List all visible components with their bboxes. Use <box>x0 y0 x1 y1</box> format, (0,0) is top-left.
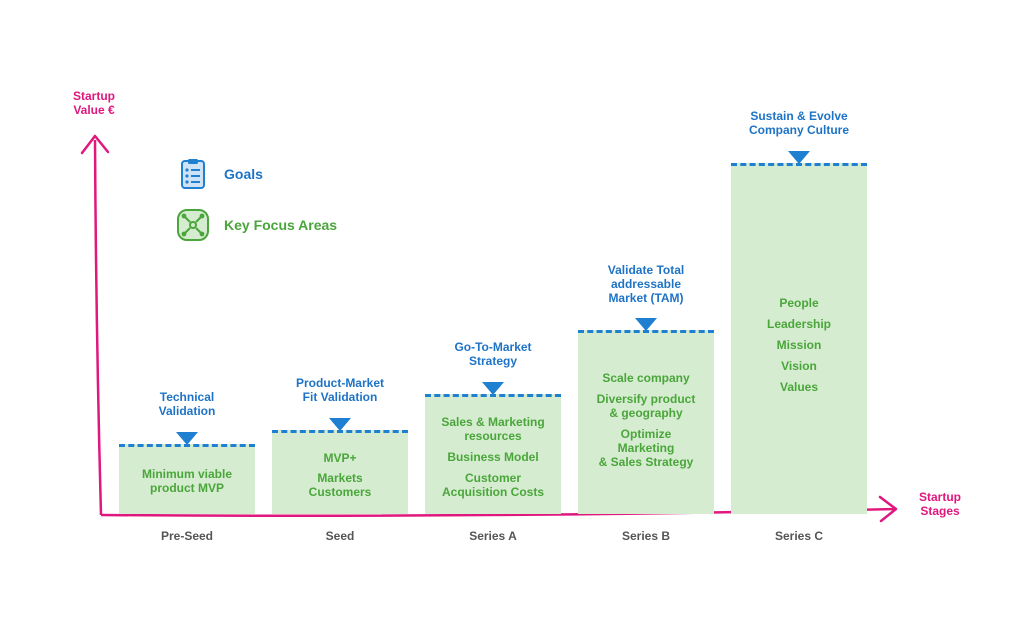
x-axis-label: Startup Stages <box>919 490 961 518</box>
goal-series-a: Go-To-Market Strategy <box>454 340 532 368</box>
goal-marker-pre-seed <box>176 432 198 445</box>
arrows-out-icon <box>177 209 209 241</box>
stage-bar-series-c: People Leadership Mission Vision Values <box>731 163 867 514</box>
focus-area: MVP+ <box>323 451 357 465</box>
stage-label-pre-seed: Pre-Seed <box>160 529 214 543</box>
clipboard-checklist-icon <box>181 159 205 189</box>
legend-focus: Key Focus Areas <box>176 208 337 242</box>
goal-seed: Product-Market Fit Validation <box>295 376 384 404</box>
goal-marker-series-a <box>482 382 504 395</box>
focus-area: Customer Acquisition Costs <box>441 471 544 499</box>
focus-area: Mission <box>776 338 822 352</box>
goal-series-b: Validate Total addressable Market (TAM) <box>607 263 685 305</box>
goal-marker-seed <box>329 418 351 431</box>
x-axis-arrowhead <box>878 495 898 523</box>
focus-area: Business Model <box>447 450 539 464</box>
focus-area: Markets Customers <box>308 471 372 499</box>
legend-goals-label: Goals <box>224 166 263 182</box>
goal-marker-series-b <box>635 318 657 331</box>
focus-area: Vision <box>781 359 817 373</box>
stage-label-series-c: Series C <box>774 529 824 543</box>
focus-area: Values <box>779 380 819 394</box>
y-axis-line <box>93 139 103 516</box>
legend-focus-label: Key Focus Areas <box>224 217 338 233</box>
y-axis-arrowhead <box>80 134 110 155</box>
legend-goals: Goals <box>176 157 263 191</box>
focus-area: Scale company <box>602 371 690 385</box>
y-axis-label: Startup Value € <box>73 89 115 117</box>
stage-bar-pre-seed: Minimum viable product MVP <box>119 444 255 514</box>
focus-area: Diversify product & geography <box>596 392 696 420</box>
focus-area: Optimize Marketing & Sales Strategy <box>598 427 694 469</box>
stage-label-seed: Seed <box>325 529 355 543</box>
goal-marker-series-c <box>788 151 810 164</box>
focus-area: Sales & Marketing resources <box>441 415 545 443</box>
stage-label-series-a: Series A <box>469 529 517 543</box>
stage-label-series-b: Series B <box>621 529 671 543</box>
goal-series-c: Sustain & Evolve Company Culture <box>748 109 849 137</box>
focus-area: Minimum viable product MVP <box>141 467 233 495</box>
focus-area: People <box>779 296 819 310</box>
stage-bar-seed: MVP+ Markets Customers <box>272 430 408 514</box>
stage-bar-series-b: Scale company Diversify product & geogra… <box>578 330 714 514</box>
stage-bar-series-a: Sales & Marketing resources Business Mod… <box>425 394 561 514</box>
goal-pre-seed: Technical Validation <box>158 390 216 418</box>
focus-area: Leadership <box>766 317 832 331</box>
